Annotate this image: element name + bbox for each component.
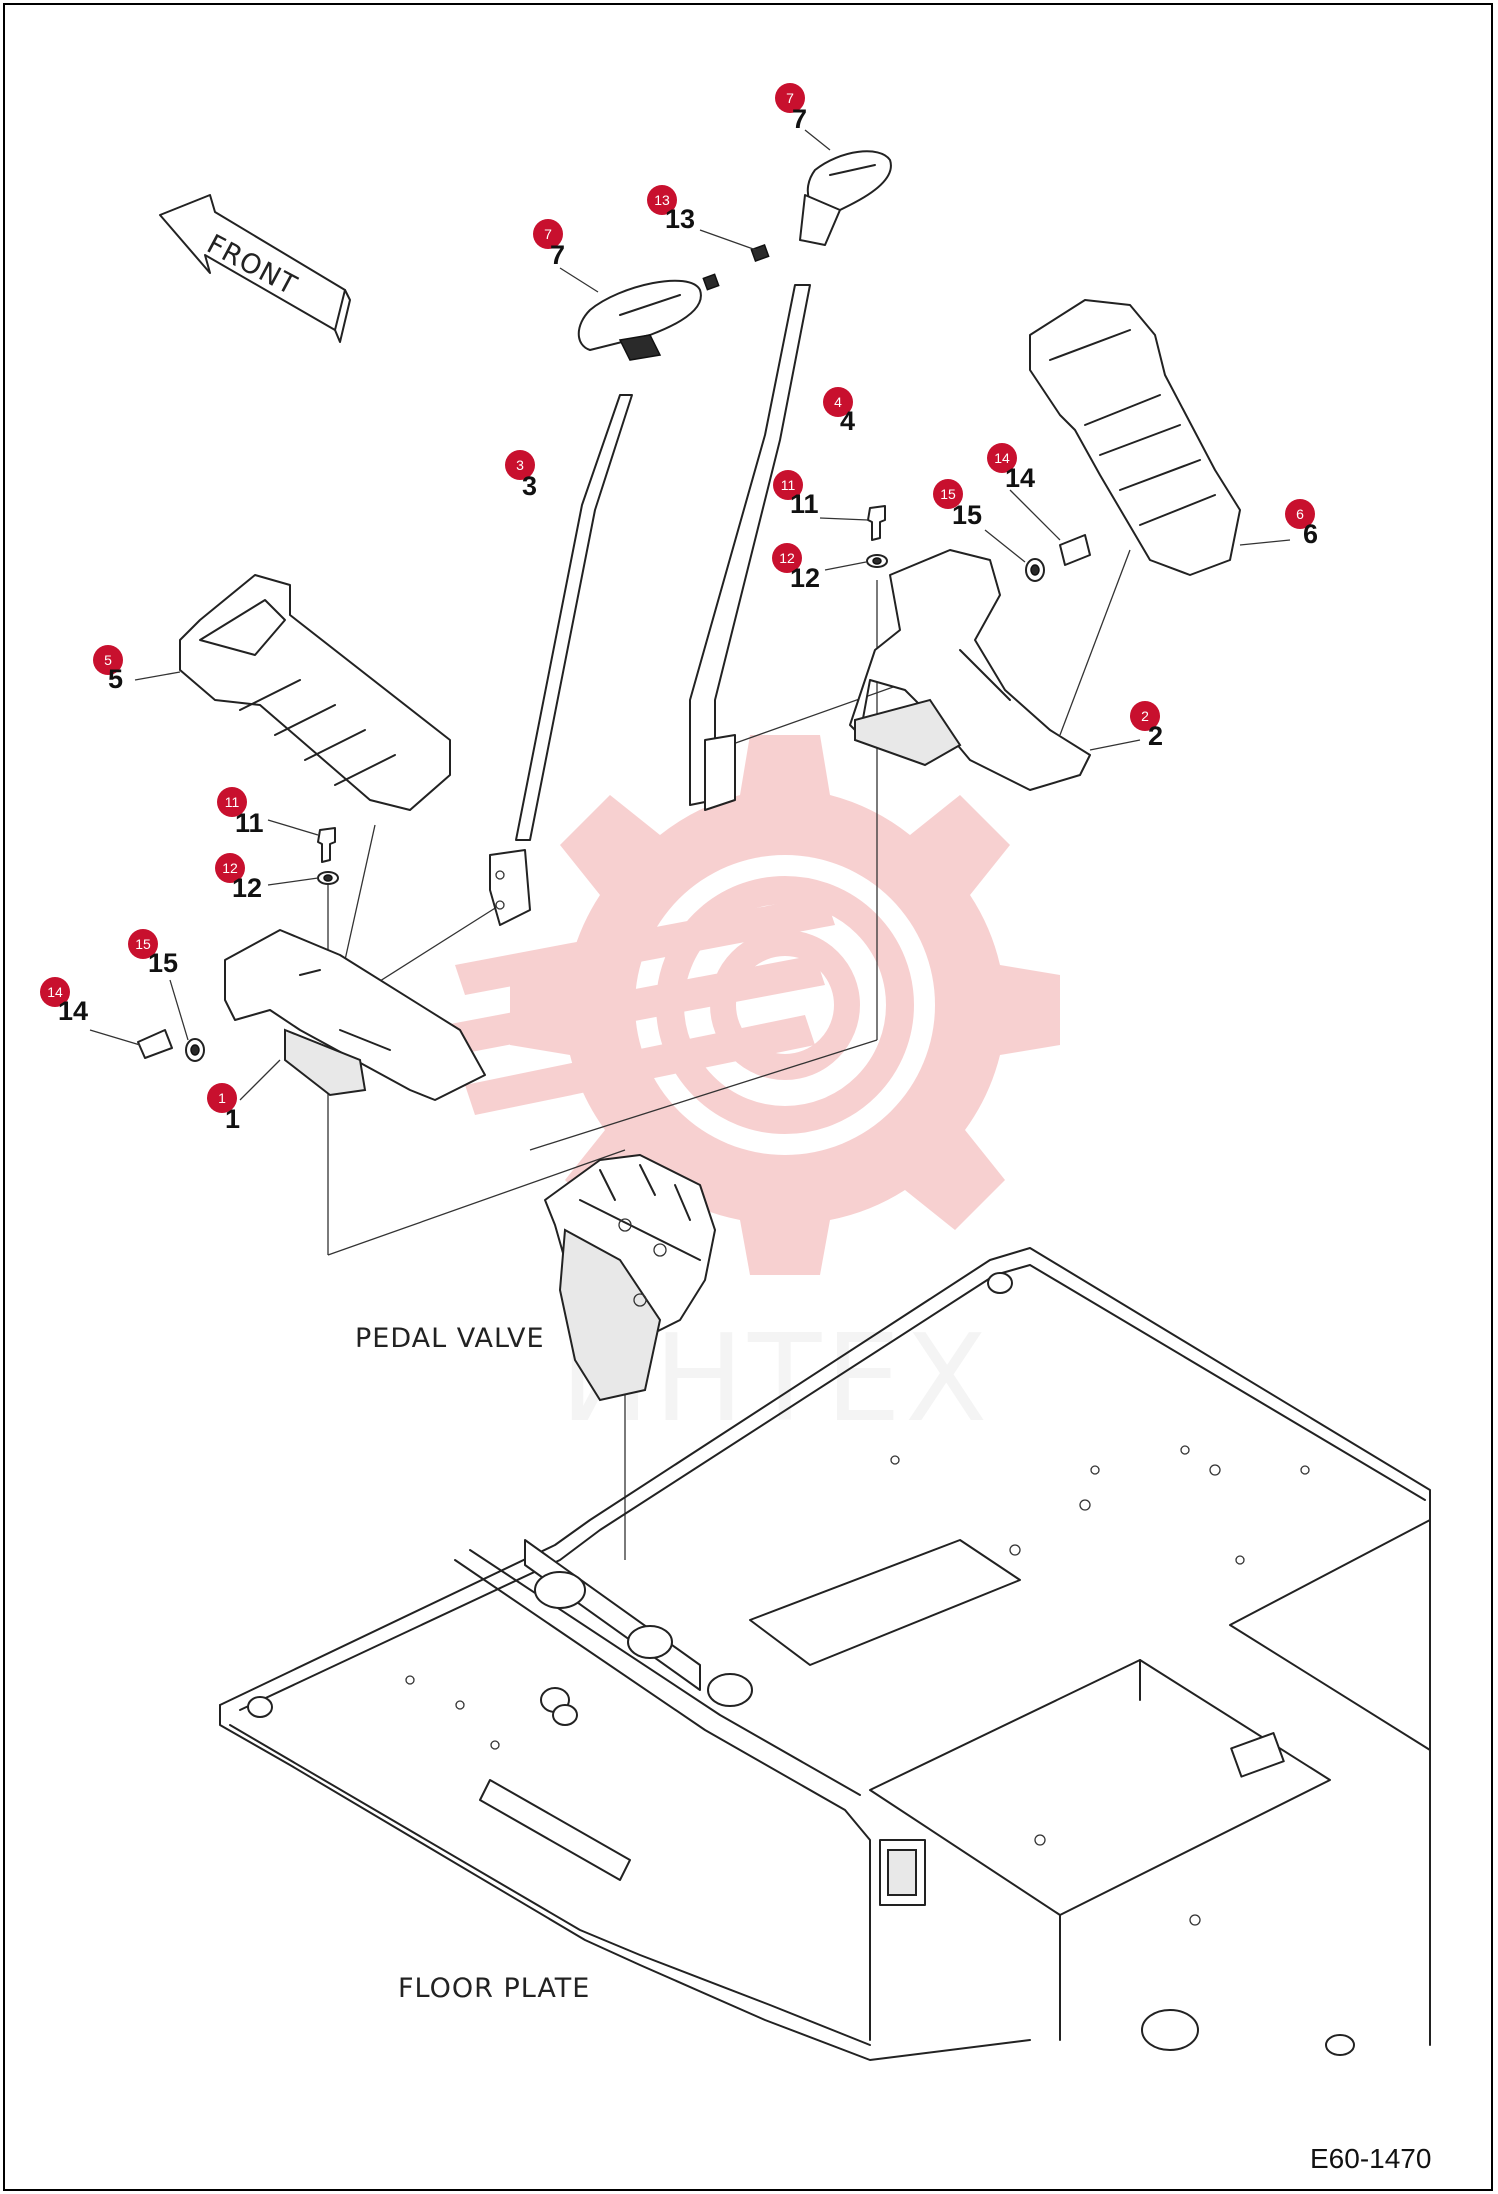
callout-15-right: 15 15 — [933, 479, 982, 530]
callout-number: 12 — [790, 563, 820, 593]
left-rod — [489, 394, 633, 926]
svg-text:14: 14 — [47, 984, 63, 1000]
callout-2: 2 2 — [1130, 701, 1163, 751]
callout-badge: 7 — [533, 219, 563, 249]
callout-number: 7 — [792, 104, 807, 134]
callout-number: 11 — [235, 808, 264, 838]
left-pedal — [179, 574, 451, 811]
callout-badge: 11 — [217, 787, 247, 817]
callout-badge: 11 — [773, 470, 803, 500]
pedal-valve-label: PEDAL VALVE — [355, 1323, 545, 1354]
svg-text:12: 12 — [779, 550, 795, 566]
callout-badge: 5 — [93, 645, 123, 675]
callout-number: 3 — [522, 471, 537, 501]
svg-text:15: 15 — [135, 936, 151, 952]
callout-badge: 15 — [128, 929, 158, 959]
callout-badge: 1 — [207, 1083, 237, 1113]
callout-badge: 4 — [823, 387, 853, 417]
callout-1: 1 1 — [207, 1083, 240, 1134]
figure-code: E60-1470 — [1310, 2143, 1431, 2174]
right-grip — [799, 150, 892, 246]
callout-badge: 14 — [40, 977, 70, 1007]
svg-text:12: 12 — [222, 860, 238, 876]
callout-badge: 2 — [1130, 701, 1160, 731]
svg-text:11: 11 — [781, 477, 796, 493]
page-frame — [3, 3, 1493, 2191]
callout-3: 3 3 — [505, 450, 537, 501]
callout-7-right: 7 7 — [775, 83, 807, 134]
watermark-gear-logo: ИНТЕХ — [445, 735, 1060, 1449]
callout-14-right: 14 14 — [987, 443, 1035, 493]
callout-13: 13 13 — [647, 185, 695, 234]
callout-7-left: 7 7 — [533, 219, 565, 270]
right-rod — [689, 284, 811, 811]
callout-number: 4 — [840, 406, 855, 436]
callout-12-left: 12 12 — [215, 853, 262, 903]
callout-badge: 12 — [772, 543, 802, 573]
callout-number: 7 — [550, 240, 565, 270]
callout-11-right: 11 11 — [773, 470, 819, 519]
front-arrow: FRONT — [159, 194, 351, 343]
callout-number: 14 — [58, 996, 88, 1026]
callout-4: 4 4 — [823, 387, 855, 436]
callout-number: 5 — [108, 664, 123, 694]
callout-number: 15 — [952, 500, 982, 530]
callout-number: 2 — [1148, 721, 1163, 751]
callout-badge: 15 — [933, 479, 963, 509]
callout-5: 5 5 — [93, 645, 123, 694]
callout-badge: 12 — [215, 853, 245, 883]
callout-number: 1 — [225, 1104, 240, 1134]
callout-15-left: 15 15 — [128, 929, 178, 978]
right-pedal-bracket — [849, 549, 1091, 791]
svg-text:13: 13 — [654, 192, 670, 208]
svg-text:4: 4 — [834, 394, 842, 410]
left-pedal-bracket — [224, 929, 486, 1101]
svg-text:7: 7 — [786, 90, 794, 106]
svg-text:2: 2 — [1141, 708, 1149, 724]
floor-plate-label: FLOOR PLATE — [398, 1973, 590, 2004]
right-pedal — [1029, 299, 1241, 576]
callout-number: 12 — [232, 873, 262, 903]
callout-badge: 6 — [1285, 499, 1315, 529]
callout-number: 13 — [665, 204, 695, 234]
callout-number: 15 — [148, 948, 178, 978]
svg-text:1: 1 — [218, 1090, 226, 1106]
pedal-valve — [544, 1154, 716, 1402]
svg-text:14: 14 — [994, 450, 1010, 466]
callout-leaders — [89, 129, 1291, 1101]
callout-number: 6 — [1303, 519, 1318, 549]
fasteners — [137, 505, 1091, 1062]
svg-text:3: 3 — [516, 457, 524, 473]
svg-text:11: 11 — [225, 794, 240, 810]
callout-badge: 7 — [775, 83, 805, 113]
callout-badge: 13 — [647, 185, 677, 215]
callout-number: 11 — [790, 489, 819, 519]
callout-14-left: 14 14 — [40, 977, 88, 1026]
svg-text:7: 7 — [544, 226, 552, 242]
floor-plate — [219, 1247, 1431, 2061]
callout-6: 6 6 — [1285, 499, 1318, 549]
left-grip — [577, 279, 702, 361]
svg-text:5: 5 — [104, 652, 112, 668]
callout-badge: 3 — [505, 450, 535, 480]
callout-number: 14 — [1005, 463, 1035, 493]
callout-11-left: 11 11 — [217, 787, 264, 838]
svg-text:6: 6 — [1296, 506, 1304, 522]
svg-text:15: 15 — [940, 486, 956, 502]
callout-12-right: 12 12 — [772, 543, 820, 593]
callout-badge: 14 — [987, 443, 1017, 473]
small-bolts-13 — [702, 244, 770, 291]
